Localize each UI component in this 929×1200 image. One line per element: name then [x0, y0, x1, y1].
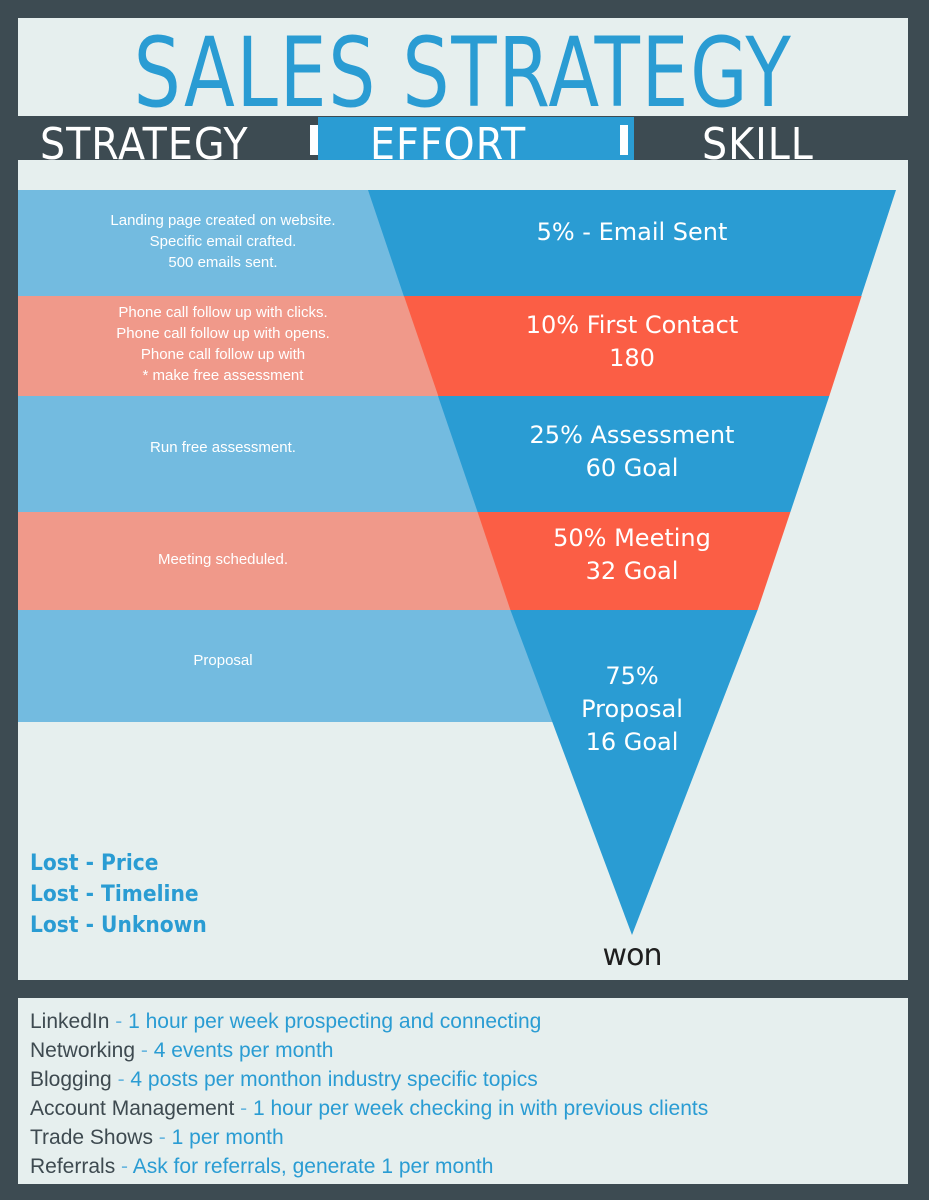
subtitle-row: STRATEGY EFFORT SKILL [18, 117, 908, 170]
activities-panel: LinkedIn - 1 hour per week prospecting a… [18, 998, 908, 1184]
activities-list: LinkedIn - 1 hour per week prospecting a… [30, 1007, 708, 1181]
activity-separator: - [135, 1039, 154, 1062]
won-label: won [602, 938, 663, 973]
activity-name: Account Management [30, 1097, 235, 1120]
stage-label-meeting: 50% Meeting 32 Goal [553, 524, 711, 585]
activity-description: 4 posts per monthon industry specific to… [130, 1068, 538, 1091]
activity-item: Blogging - 4 posts per monthon industry … [30, 1065, 708, 1094]
activity-separator: - [115, 1155, 133, 1178]
stage-label-contact: 10% First Contact 180 [525, 311, 739, 372]
header-panel: SALES STRATEGY [18, 17, 908, 129]
band-meeting-light [18, 512, 528, 610]
lost-reason: Lost - Price [30, 851, 159, 876]
band-contact-light [18, 296, 458, 396]
lost-reasons-list: Lost - Price Lost - Timeline Lost - Unkn… [30, 848, 222, 941]
activity-description: 4 events per month [153, 1039, 334, 1062]
funnel-stage-proposal [510, 610, 758, 935]
activity-item: Trade Shows - 1 per month [30, 1123, 708, 1152]
band-assessment-light [18, 396, 508, 512]
lost-reason: Lost - Unknown [30, 913, 207, 938]
stage-tactics-meeting: Meeting scheduled. [157, 551, 289, 568]
subtitle-divider [620, 125, 628, 155]
stage-label-proposal: 75% Proposal 16 Goal [581, 662, 683, 756]
stage-label-assessment: 25% Assessment 60 Goal [529, 421, 735, 482]
activity-description: Ask for referrals, generate 1 per month [132, 1155, 494, 1178]
activity-item: LinkedIn - 1 hour per week prospecting a… [30, 1007, 708, 1036]
page-title: SALES STRATEGY [133, 17, 793, 129]
funnel-stage-assessment [438, 396, 830, 512]
activity-description: 1 hour per week checking in with previou… [252, 1097, 709, 1120]
subtitle-effort-highlight [318, 117, 634, 161]
subtitle-effort: EFFORT [370, 119, 527, 170]
stage-label-email: 5% - Email Sent [536, 218, 728, 246]
activity-separator: - [109, 1010, 129, 1033]
subtitle-divider [310, 125, 318, 155]
activity-separator: - [111, 1068, 131, 1091]
funnel-stage-email [368, 190, 896, 297]
funnel-stage-contact [404, 296, 862, 396]
funnel-panel: Landing page created on website. Specifi… [18, 160, 908, 980]
activity-name: Blogging [30, 1068, 112, 1091]
activity-name: Networking [30, 1039, 136, 1062]
stage-tactics-contact: Phone call follow up with clicks. Phone … [116, 304, 330, 384]
funnel-stage-meeting [477, 512, 791, 610]
funnel-graphic [18, 190, 896, 935]
activity-separator: - [152, 1126, 172, 1149]
lost-reason: Lost - Timeline [30, 882, 199, 907]
subtitle-skill: SKILL [702, 119, 814, 170]
activity-item: Referrals - Ask for referrals, generate … [30, 1152, 708, 1181]
stage-tactics-email: Landing page created on website. Specifi… [110, 212, 336, 271]
stage-tactics-assessment: Run free assessment. [150, 439, 296, 456]
activity-separator: - [234, 1097, 253, 1120]
activity-name: Referrals [30, 1155, 116, 1178]
activity-item: Networking - 4 events per month [30, 1036, 708, 1065]
band-proposal-light [18, 610, 578, 722]
activity-description: 1 hour per week prospecting and connecti… [128, 1010, 542, 1033]
activity-name: Trade Shows [30, 1126, 153, 1149]
activity-item: Account Management - 1 hour per week che… [30, 1094, 708, 1123]
subtitle-strategy: STRATEGY [40, 119, 249, 170]
activity-name: LinkedIn [30, 1010, 110, 1033]
activity-description: 1 per month [171, 1126, 284, 1149]
stage-tactics-proposal: Proposal [193, 652, 253, 669]
